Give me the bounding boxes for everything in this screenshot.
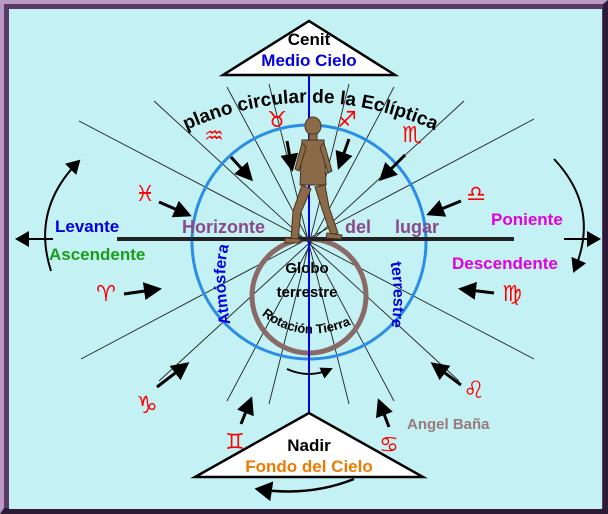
diagram-canvas: plano circular de la Eclíptica Atmósfera… — [9, 9, 602, 509]
sagittarius-icon: ♐ — [337, 108, 357, 133]
zodiac-arrow — [158, 200, 192, 218]
aries-icon: ♈ — [96, 282, 116, 307]
nadir-triangle — [190, 411, 428, 479]
aquarius-icon: ♒ — [204, 124, 224, 149]
horizon-label-right: lugar — [395, 217, 440, 237]
zodiac-arrow — [123, 282, 162, 301]
walking-man-icon — [284, 116, 343, 244]
globe-label-line2: terrestre — [276, 284, 338, 301]
zodiac-arrow — [156, 362, 190, 389]
zodiac-arrow — [335, 138, 353, 170]
rotation-arrow — [286, 367, 333, 379]
horizon-label-left: Horizonte — [182, 217, 265, 237]
zodiac-arrow — [280, 140, 299, 172]
zodiac-arrow — [229, 155, 254, 182]
nadir-title: Nadir — [287, 436, 331, 455]
capricorn-icon: ♑ — [136, 391, 158, 419]
zodiac-arrow — [426, 199, 462, 217]
rising-curved-arrow — [44, 159, 81, 272]
cancer-icon: ♋ — [379, 433, 399, 458]
west-sublabel: Descendente — [452, 254, 558, 273]
diagram-drawing: plano circular de la Eclíptica Atmósfera… — [14, 19, 601, 502]
terrestrial-label: terrestre — [387, 260, 407, 329]
gemini-icon: ♊ — [225, 430, 245, 455]
virgo-icon: ♍ — [502, 282, 522, 307]
zenith-title: Cenit — [287, 30, 331, 49]
bottom-curved-arrow — [254, 477, 355, 502]
zodiac-arrow — [378, 153, 407, 182]
libra-icon: ♎ — [466, 182, 486, 207]
east-sublabel: Ascendente — [49, 245, 146, 264]
pisces-icon: ♓ — [135, 182, 155, 207]
zenith-subtitle: Medio Cielo — [261, 51, 357, 70]
taurus-icon: ♉ — [267, 108, 287, 133]
leo-icon: ♌ — [463, 376, 485, 404]
nadir-subtitle: Fondo del Cielo — [245, 457, 373, 476]
scorpio-icon: ♏ — [402, 123, 422, 148]
atmosphere-label: Atmósfera — [212, 242, 234, 326]
west-label: Poniente — [491, 210, 563, 229]
zenith-triangle — [218, 19, 400, 77]
zodiac-arrow — [430, 362, 462, 387]
setting-curved-arrow — [553, 158, 587, 273]
zodiac-arrow — [375, 398, 393, 428]
horizon-label-mid: del — [345, 217, 372, 237]
globe-label-line1: Globo — [285, 260, 329, 277]
zodiac-arrow — [458, 281, 495, 300]
zodiac-arrow — [237, 396, 254, 425]
author-credit: Angel Baña — [407, 416, 490, 433]
zodiac-arrows — [123, 138, 495, 428]
rotation-label: Rotación Tierra — [260, 305, 353, 336]
east-label: Levante — [55, 217, 120, 236]
